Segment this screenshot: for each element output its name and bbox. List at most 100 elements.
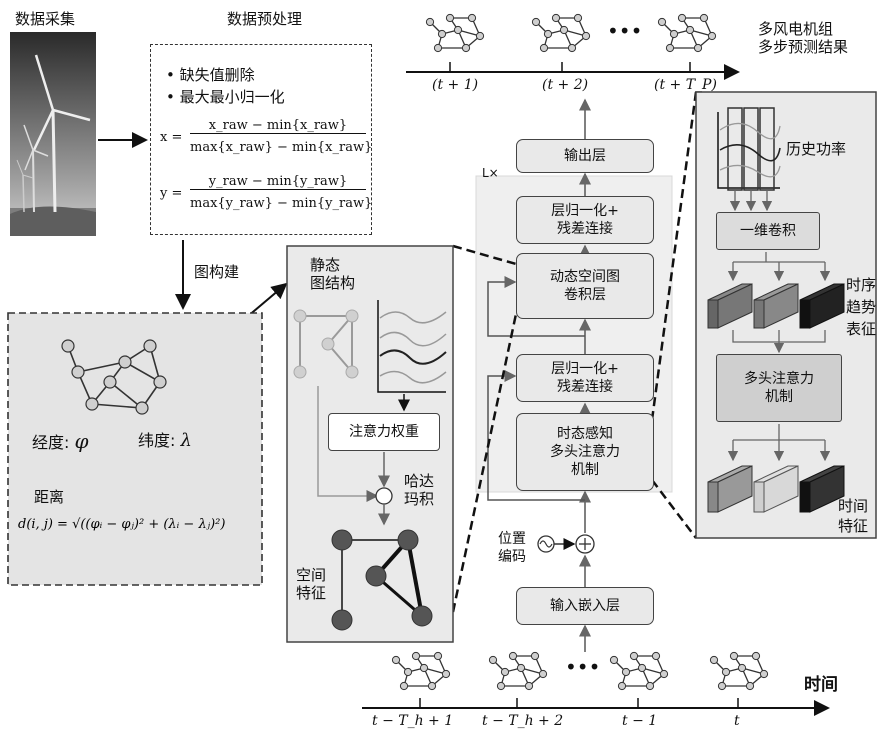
graph-node [516,663,526,673]
graph-node [567,43,577,53]
graph-node [531,17,541,27]
graph-node [707,31,717,41]
eq-x-num: x_raw − min{x_raw} [190,118,366,134]
eq-y-num: y_raw − min{y_raw} [190,174,366,190]
lat-label: 纬度: λ [138,430,192,451]
graph-node [433,651,443,661]
graph-node [659,669,669,679]
eq-x-lhs: x = [160,130,183,145]
graph-node [645,681,655,691]
graph-node [543,29,553,39]
graph-node [629,651,639,661]
wind-turbine-photo [10,32,96,236]
graph-node [651,651,661,661]
graph-node [461,43,471,53]
eq-x-den: max{x_raw} − min{x_raw} [190,140,373,155]
graph-node [411,651,421,661]
norm-residual-top-box: 层归一化+残差连接 [516,196,654,244]
graph-node [425,17,435,27]
graph-node [699,13,709,23]
temporal-panel [695,91,877,539]
graph-node [717,681,727,691]
distance-label: 距离 [34,488,65,506]
graph-node [399,681,409,691]
graph-node [609,655,619,665]
graph-node [657,17,667,27]
graph-icon [709,651,769,691]
time-axis-label: 时间 [804,675,838,695]
bottom-tick-2: t − T_h + 2 [482,713,564,729]
graph-node [721,667,731,677]
graph-node [573,13,583,23]
graph-node [759,669,769,679]
graph-node [751,651,761,661]
graph-node [496,681,506,691]
graph-node [441,669,451,679]
graph-node [475,31,485,41]
graph-node [745,681,755,691]
collect-title: 数据采集 [15,10,76,28]
bullet-1: • 缺失值删除 [166,66,255,84]
trend-block-1 [707,283,753,329]
attention-weight-box: 注意力权重 [328,413,440,451]
graph-node [637,663,647,673]
graph-build-label: 图构建 [194,263,240,281]
history-power-label: 历史功率 [786,140,847,158]
graph-node [538,669,548,679]
graph-icon [657,13,717,53]
graph-node [551,13,561,23]
temporal-attention-box: 时态感知多头注意力机制 [516,413,654,491]
graph-node [453,25,463,35]
graph-node [391,655,401,665]
graph-node [539,43,549,53]
output-layer-box: 输出层 [516,139,654,173]
time-feature-block-3 [799,465,845,513]
input-embedding-box: 输入嵌入层 [516,587,654,625]
graph-node [433,43,443,53]
static-graph-label: 静态图结构 [310,256,356,292]
top-tick-3: (t + T_P) [654,77,717,93]
eq-y-lhs: y = [160,186,183,201]
graph-node [437,29,447,39]
trend-block-3 [799,283,845,329]
graph-icon [488,651,548,691]
graph-node [427,681,437,691]
conv1d-box: 一维卷积 [716,212,820,250]
graph-node [669,29,679,39]
bottom-tick-1: t − T_h + 1 [372,713,454,729]
graph-icon [425,13,485,53]
graph-icon [609,651,669,691]
hadamard-label: 哈达玛积 [404,472,435,508]
trend-repr-label: 时序趋势表征 [846,276,877,338]
mha-box: 多头注意力机制 [716,354,842,422]
eq-y-den: max{y_raw} − min{y_raw} [190,196,373,211]
time-feature-label: 时间特征 [838,497,869,535]
graph-node [467,13,477,23]
graph-node [524,681,534,691]
bottom-tick-4: t [734,713,740,729]
graph-node [508,651,518,661]
graph-node [693,43,703,53]
graph-node [737,663,747,673]
graph-icon [391,651,451,691]
lon-label: 经度: φ [32,429,89,453]
graph-node [419,663,429,673]
graph-node [559,25,569,35]
preprocess-panel [150,44,372,235]
top-tick-1: (t + 1) [432,77,479,93]
result-label: 多风电机组多步预测结果 [758,20,849,56]
bullet-2: • 最大最小归一化 [166,88,285,106]
bottom-tick-3: t − 1 [622,713,658,729]
graph-node [617,681,627,691]
spatial-feature-label: 空间特征 [296,566,327,602]
dynamic-gcn-box: 动态空间图卷积层 [516,253,654,319]
hadamard-operator-icon [375,487,393,505]
pos-encoding-label: 位置编码 [498,531,526,565]
graph-node [500,667,510,677]
graph-node [581,31,591,41]
graph-node [665,43,675,53]
norm-residual-bottom-box: 层归一化+残差连接 [516,354,654,402]
graph-node [403,667,413,677]
preprocess-title: 数据预处理 [227,10,303,28]
